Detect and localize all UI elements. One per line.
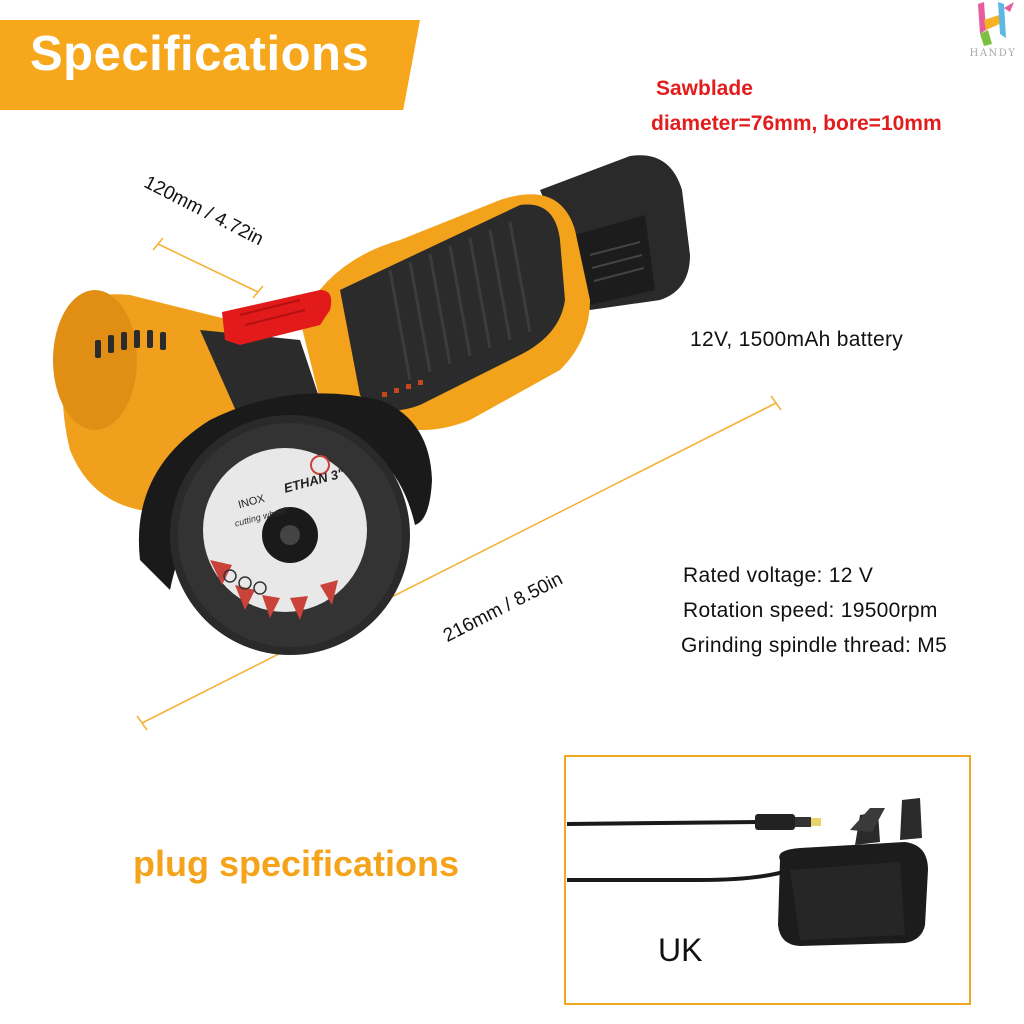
- sawblade-title: Sawblade: [656, 77, 753, 100]
- brand-logo-text: HANDY: [969, 48, 1017, 59]
- brand-logo: [978, 2, 1014, 46]
- spec-spindle-thread: Grinding spindle thread: M5: [681, 634, 948, 657]
- banner-title: Specifications: [30, 27, 370, 81]
- battery-spec: 12V, 1500mAh battery: [690, 328, 904, 351]
- spec-rated-voltage: Rated voltage: 12 V: [683, 564, 874, 587]
- specifications-banner: [0, 20, 420, 110]
- plug-image-frame: [564, 755, 971, 1005]
- sawblade-dimensions: diameter=76mm, bore=10mm: [651, 112, 942, 135]
- plug-region-label: UK: [658, 932, 703, 968]
- spec-rotation-speed: Rotation speed: 19500rpm: [683, 599, 938, 622]
- plug-section-title: plug specifications: [133, 843, 460, 884]
